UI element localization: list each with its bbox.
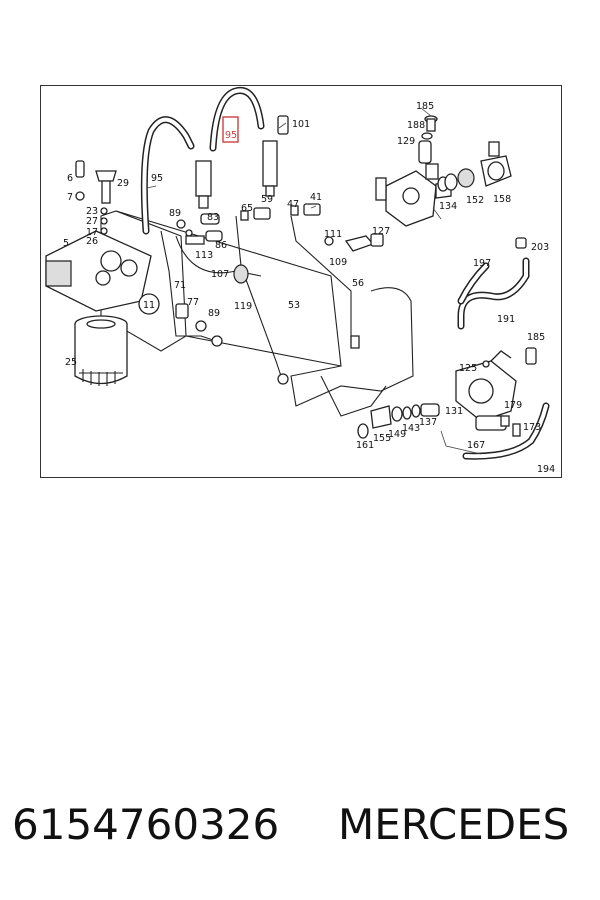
- label-56: 56: [352, 278, 364, 289]
- label-203: 203: [531, 242, 549, 253]
- label-101: 101: [292, 119, 310, 130]
- label-158: 158: [493, 194, 511, 205]
- small-fittings: [175, 203, 321, 332]
- label-53: 53: [288, 300, 300, 311]
- label-188: 188: [407, 120, 425, 131]
- valve-parts: [357, 403, 440, 439]
- label-59: 59: [261, 194, 273, 205]
- label-161: 161: [356, 440, 374, 451]
- label-47: 47: [287, 199, 299, 210]
- label-89: 89: [169, 208, 181, 219]
- label-5: 5: [63, 238, 69, 249]
- label-173: 173: [523, 422, 541, 433]
- callout-labels: 185 188 129 101 95 95 6 29 7 23 27 17 26…: [63, 101, 555, 475]
- filter-housing: [45, 230, 152, 312]
- label-149: 149: [388, 429, 406, 440]
- label-137: 137: [419, 417, 437, 428]
- label-25: 25: [65, 357, 77, 368]
- injection-pump: [455, 347, 537, 437]
- label-185b: 185: [527, 332, 545, 343]
- label-89b: 89: [208, 308, 220, 319]
- label-134: 134: [439, 201, 457, 212]
- label-155: 155: [373, 433, 391, 444]
- label-152: 152: [466, 195, 484, 206]
- label-27: 27: [86, 216, 98, 227]
- label-113: 113: [195, 250, 213, 261]
- banjo-bolt: [324, 233, 384, 349]
- label-7: 7: [67, 192, 73, 203]
- label-179: 179: [504, 400, 522, 411]
- callout-circle: [138, 293, 160, 315]
- label-129: 129: [397, 136, 415, 147]
- label-107: 107: [211, 269, 229, 280]
- label-111: 111: [324, 229, 342, 240]
- label-83: 83: [207, 212, 219, 223]
- label-65: 65: [241, 203, 253, 214]
- label-6: 6: [67, 173, 73, 184]
- label-127: 127: [372, 226, 390, 237]
- label-191: 191: [497, 314, 515, 325]
- part-number: 6154760326: [12, 800, 280, 849]
- label-11: 11: [143, 300, 155, 311]
- label-26: 26: [86, 236, 98, 247]
- label-17: 17: [86, 227, 98, 238]
- label-95-highlighted: 95: [225, 130, 237, 141]
- brand-name: MERCEDES: [338, 800, 570, 849]
- parts-diagram-frame: 185 188 129 101 95 95 6 29 7 23 27 17 26…: [40, 85, 562, 478]
- label-167: 167: [467, 440, 485, 451]
- label-119: 119: [234, 301, 252, 312]
- banjo-fitting: [75, 160, 117, 235]
- label-109: 109: [329, 257, 347, 268]
- label-86: 86: [215, 240, 227, 251]
- fuel-pump: [375, 163, 452, 227]
- label-194: 194: [537, 464, 555, 475]
- highlight-box: [222, 116, 239, 143]
- label-41: 41: [310, 192, 322, 203]
- leader-lines: [146, 107, 442, 220]
- label-71: 71: [174, 280, 186, 291]
- label-131: 131: [445, 406, 463, 417]
- part-caption: 6154760326 MERCEDES: [12, 800, 592, 860]
- parts-diagram: 185 188 129 101 95 95 6 29 7 23 27 17 26…: [45, 86, 555, 475]
- label-197: 197: [473, 258, 491, 269]
- fuel-filter: [74, 315, 128, 386]
- label-95: 95: [151, 173, 163, 184]
- label-143: 143: [402, 423, 420, 434]
- pump-parts: [418, 115, 512, 192]
- label-23: 23: [86, 206, 98, 217]
- injector: [195, 115, 289, 209]
- label-77: 77: [187, 297, 199, 308]
- label-29: 29: [117, 178, 129, 189]
- label-125: 125: [459, 363, 477, 374]
- label-185: 185: [416, 101, 434, 112]
